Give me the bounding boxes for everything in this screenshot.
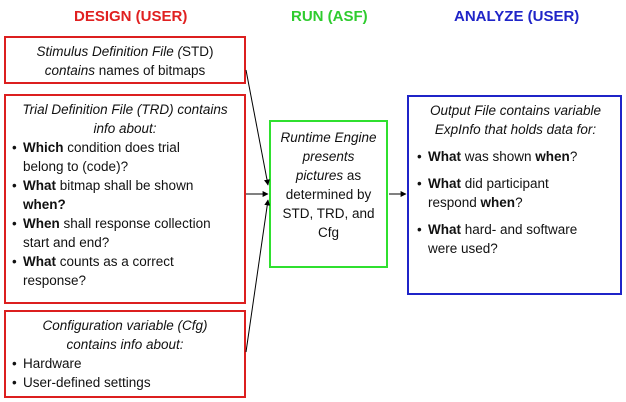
trd-item-0-text: condition does trial bbox=[63, 140, 180, 155]
std-line2-pre: contains bbox=[44, 63, 95, 78]
trd-item-correct-response: What counts as a correct response? bbox=[12, 252, 238, 290]
output-item-what-shown: What was shown when? bbox=[417, 147, 614, 166]
output-item-1-text: did participant bbox=[461, 176, 549, 191]
output-item-2-bold: What bbox=[428, 222, 461, 237]
output-item-what-respond: What did participant respond when? bbox=[417, 174, 614, 212]
cfg-item-user-settings: User-defined settings bbox=[12, 373, 238, 392]
output-item-1-line2: respond bbox=[428, 195, 481, 210]
output-title-line1: Output File contains variable bbox=[429, 103, 602, 118]
design-header: DESIGN (USER) bbox=[74, 8, 188, 25]
run-line5: STD, TRD, and bbox=[282, 206, 375, 221]
output-item-what-hardware: What hard- and software were used? bbox=[417, 220, 614, 258]
trd-item-3-bold: What bbox=[23, 254, 56, 269]
output-item-1-bold2: when bbox=[480, 195, 516, 210]
cfg-title-line1: Configuration variable (Cfg) bbox=[42, 318, 208, 333]
run-line6: Cfg bbox=[317, 225, 339, 240]
output-item-0-bold2: when bbox=[535, 149, 570, 164]
cfg-box: Configuration variable (Cfg) contains in… bbox=[4, 310, 246, 398]
runtime-engine-box: Runtime Engine presents pictures as dete… bbox=[269, 120, 388, 268]
arrow-std-to-runtime bbox=[245, 69, 270, 186]
trd-title-line1: Trial Definition File (TRD) contains bbox=[22, 102, 228, 117]
trd-item-1-bold: What bbox=[23, 178, 56, 193]
std-line1: Stimulus Definition File (STD) bbox=[6, 42, 244, 61]
run-line2: presents bbox=[302, 149, 355, 164]
trd-item-1-text: bitmap shall be shown bbox=[56, 178, 194, 193]
trd-item-1-line2: when? bbox=[23, 197, 66, 212]
run-line3: pictures bbox=[295, 168, 344, 183]
trd-item-0-bold: Which bbox=[23, 140, 64, 155]
trd-title-line2: info about: bbox=[93, 121, 157, 136]
output-file-box: Output File contains variable ExpInfo th… bbox=[407, 95, 622, 295]
std-line1-post: ) bbox=[209, 44, 214, 59]
run-line3-post: as bbox=[343, 168, 362, 183]
output-item-2-text: hard- and software bbox=[461, 222, 578, 237]
trd-title: Trial Definition File (TRD) contains inf… bbox=[12, 100, 238, 138]
trd-item-which-condition: Which condition does trial belong to (co… bbox=[12, 138, 238, 176]
arrow-cfg-to-runtime bbox=[245, 199, 271, 353]
trd-item-0-line2: belong to (code)? bbox=[23, 159, 129, 174]
cfg-title-line2: contains info about: bbox=[66, 337, 184, 352]
output-item-0-text: was shown bbox=[461, 149, 536, 164]
output-item-0-bold: What bbox=[428, 149, 461, 164]
output-item-2-line2: were used? bbox=[428, 241, 498, 256]
trd-item-3-text: counts as a correct bbox=[56, 254, 174, 269]
output-item-0-end: ? bbox=[569, 149, 578, 164]
cfg-list: Hardware User-defined settings bbox=[12, 354, 238, 392]
std-box: Stimulus Definition File (STD) contains … bbox=[4, 36, 246, 84]
trd-item-2-line2: start and end? bbox=[23, 235, 110, 250]
output-item-1-bold: What bbox=[428, 176, 461, 191]
std-abbr: STD bbox=[182, 44, 210, 59]
output-title-line2: ExpInfo that holds data for: bbox=[434, 122, 597, 137]
cfg-item-hardware: Hardware bbox=[12, 354, 238, 373]
cfg-title: Configuration variable (Cfg) contains in… bbox=[12, 316, 238, 354]
run-header: RUN (ASF) bbox=[291, 8, 368, 25]
trd-item-what-bitmap: What bitmap shall be shown when? bbox=[12, 176, 238, 214]
output-item-1-end: ? bbox=[515, 195, 523, 210]
std-line1-pre: Stimulus Definition File ( bbox=[36, 44, 183, 59]
output-list: What was shown when? What did participan… bbox=[417, 147, 614, 258]
analyze-header: ANALYZE (USER) bbox=[454, 8, 580, 25]
trd-item-when-response: When shall response collection start and… bbox=[12, 214, 238, 252]
std-line2-post: names of bitmaps bbox=[94, 63, 206, 78]
run-line1: Runtime Engine bbox=[280, 130, 377, 145]
trd-item-2-text: shall response collection bbox=[59, 216, 211, 231]
trd-list: Which condition does trial belong to (co… bbox=[12, 138, 238, 290]
run-line4: determined by bbox=[285, 187, 372, 202]
trd-item-2-bold: When bbox=[23, 216, 60, 231]
trd-item-3-line2: response? bbox=[23, 273, 87, 288]
trd-box: Trial Definition File (TRD) contains inf… bbox=[4, 94, 246, 304]
output-title: Output File contains variable ExpInfo th… bbox=[417, 101, 614, 139]
std-line2: contains names of bitmaps bbox=[6, 61, 244, 80]
